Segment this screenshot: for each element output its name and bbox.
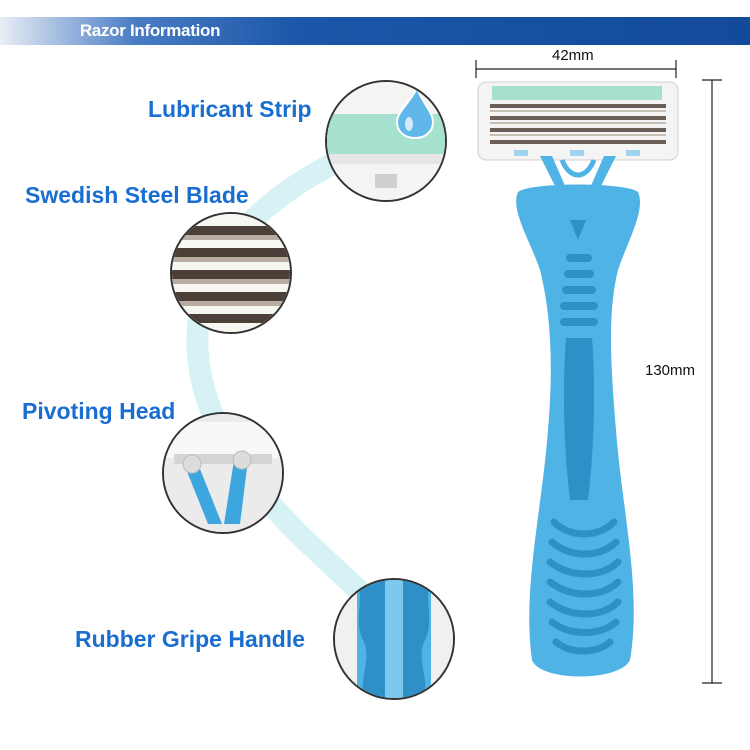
feature-label-lubricant-strip: Lubricant Strip xyxy=(148,96,312,122)
steel-blade-closeup xyxy=(170,212,292,334)
height-dimension-line xyxy=(702,79,722,684)
razor-product-image xyxy=(477,81,679,677)
feature-label-rubber-gripe-handle: Rubber Gripe Handle xyxy=(75,626,306,652)
rubber-grip-closeup xyxy=(333,578,455,700)
height-label: 130mm xyxy=(645,362,696,379)
lubricant-strip-closeup xyxy=(325,80,447,202)
header-title: Razor Information xyxy=(79,21,221,40)
pivoting-head-closeup xyxy=(162,412,284,534)
width-dimension-line xyxy=(475,60,677,78)
feature-label-pivoting-head: Pivoting Head xyxy=(22,398,176,424)
header-bar xyxy=(0,17,750,45)
width-label: 42mm xyxy=(552,47,594,64)
feature-label-swedish-steel-blade: Swedish Steel Blade xyxy=(25,182,249,208)
